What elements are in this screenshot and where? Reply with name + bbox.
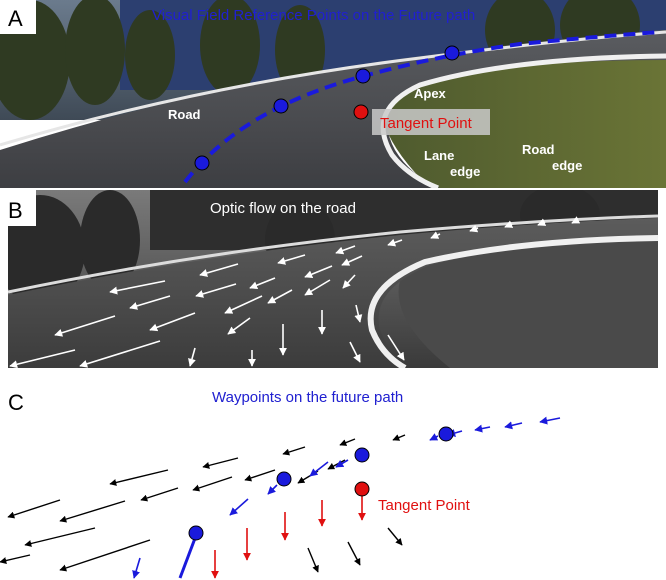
waypoint-a-3 xyxy=(356,69,370,83)
panel-c-letter: C xyxy=(8,390,24,415)
tangent-point-a-label: Tangent Point xyxy=(380,115,473,132)
waypoint-c-1 xyxy=(439,427,453,441)
waypoint-a-2 xyxy=(274,99,288,113)
waypoint-c-3 xyxy=(277,472,291,486)
tangent-point-c xyxy=(355,482,369,496)
panel-a-letter: A xyxy=(8,6,23,31)
lane-label: Lane xyxy=(424,148,454,163)
panel-a-title: Visual Field Reference Points on the Fut… xyxy=(152,7,475,24)
panel-c-black-flow xyxy=(0,435,405,572)
road-edge-label-1: Road xyxy=(522,142,555,157)
tangent-point-a xyxy=(354,105,368,119)
panel-b: Optic flow on the road xyxy=(0,185,658,368)
panel-b-title: Optic flow on the road xyxy=(210,200,356,217)
tangent-point-c-label: Tangent Point xyxy=(378,497,471,514)
apex-label: Apex xyxy=(414,86,447,101)
panel-b-letter: B xyxy=(8,198,23,223)
lane-edge-label: edge xyxy=(450,164,480,179)
waypoint-a-1 xyxy=(195,156,209,170)
waypoint-c-4 xyxy=(189,526,203,540)
road-label: Road xyxy=(168,107,201,122)
road-edge-label-2: edge xyxy=(552,158,582,173)
waypoint-c-2 xyxy=(355,448,369,462)
waypoint-a-4 xyxy=(445,46,459,60)
panel-c-title: Waypoints on the future path xyxy=(212,389,403,406)
panel-a: Tangent Point Road Apex Lane edge Road e… xyxy=(0,0,666,188)
panel-c: C Waypoints on the future path xyxy=(0,389,560,578)
